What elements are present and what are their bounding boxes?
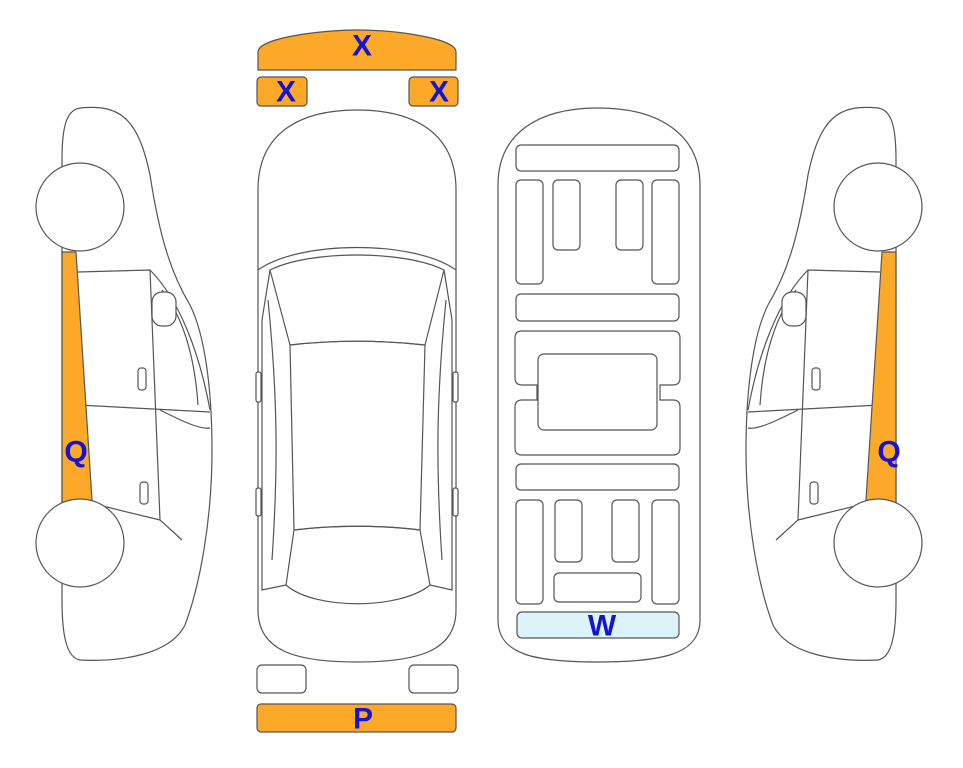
- left-side-rear-handle: [139, 481, 149, 505]
- top-view-body: [257, 109, 457, 663]
- front-left-lamp-code: X: [276, 76, 296, 109]
- left-rocker-code: Q: [64, 436, 87, 469]
- top-view-left-rear-mark: [255, 487, 262, 517]
- left-side-rear-wheel: [35, 498, 125, 588]
- right-side-front-wheel: [833, 162, 923, 252]
- top-view-hood-line: [257, 247, 457, 271]
- rear-window-code: W: [588, 610, 617, 643]
- underside-left-rail-front: [515, 179, 544, 285]
- rear-window-panel: [516, 611, 680, 639]
- left-side-pillar-line: [159, 409, 211, 429]
- rear-right-lamp: [408, 664, 459, 694]
- right-side-rear-wheel: [833, 498, 923, 588]
- front-right-lamp-code: X: [429, 76, 449, 109]
- underside-right-seat-rear: [611, 499, 640, 563]
- rear-bumper-code: P: [353, 703, 373, 736]
- underside-front-panel: [515, 144, 680, 172]
- front-bumper-panel: [257, 29, 457, 71]
- underside-mid-panel-rear: [515, 463, 680, 491]
- underside-right-rail-front: [651, 179, 680, 285]
- top-view-left-pillar: [261, 269, 287, 591]
- underside-mid-panel-front: [515, 293, 680, 322]
- underside-left-seat-rear: [554, 499, 583, 563]
- left-side-front-wheel: [35, 162, 125, 252]
- top-view-rear-glass: [285, 525, 431, 605]
- underside-right-seat-front: [615, 179, 644, 251]
- front-bumper-code: X: [352, 30, 372, 63]
- top-view-right-door-line: [437, 299, 447, 561]
- left-side-belt-line: [77, 404, 211, 413]
- left-side-mirror: [151, 291, 177, 327]
- left-side-view: Q: [35, 106, 213, 661]
- underside-left-rail-rear: [515, 499, 544, 605]
- right-side-mirror: [781, 291, 807, 327]
- right-side-window-line: [747, 269, 881, 411]
- right-side-belt-line: [747, 404, 881, 413]
- right-side-rear-handle: [809, 481, 819, 505]
- top-view-left-door-line: [267, 299, 277, 561]
- right-rocker-code: Q: [877, 436, 900, 469]
- top-view-left-mirror: [255, 371, 262, 403]
- right-side-view: [745, 106, 923, 661]
- underside-center-console: [537, 353, 658, 431]
- front-left-lamp-panel: [256, 76, 308, 107]
- top-view-right-pillar: [429, 269, 453, 591]
- underside-center-frame: [514, 330, 681, 456]
- underside-left-seat-front: [552, 179, 581, 251]
- top-view-right-rear-mark: [452, 487, 459, 517]
- right-side-pillar-line: [747, 409, 799, 429]
- rear-left-lamp: [256, 664, 307, 694]
- rear-bumper-panel: [256, 703, 457, 733]
- top-view-right-mirror: [452, 371, 459, 403]
- underside-rear-bench: [553, 572, 642, 603]
- top-view: X X X P: [255, 29, 459, 736]
- right-side-front-handle: [811, 367, 821, 391]
- left-side-window-line: [77, 269, 211, 411]
- underside-view: W: [497, 107, 701, 663]
- left-side-front-handle: [137, 367, 147, 391]
- underside-right-rail-rear: [651, 499, 680, 605]
- front-right-lamp-panel: [408, 76, 459, 107]
